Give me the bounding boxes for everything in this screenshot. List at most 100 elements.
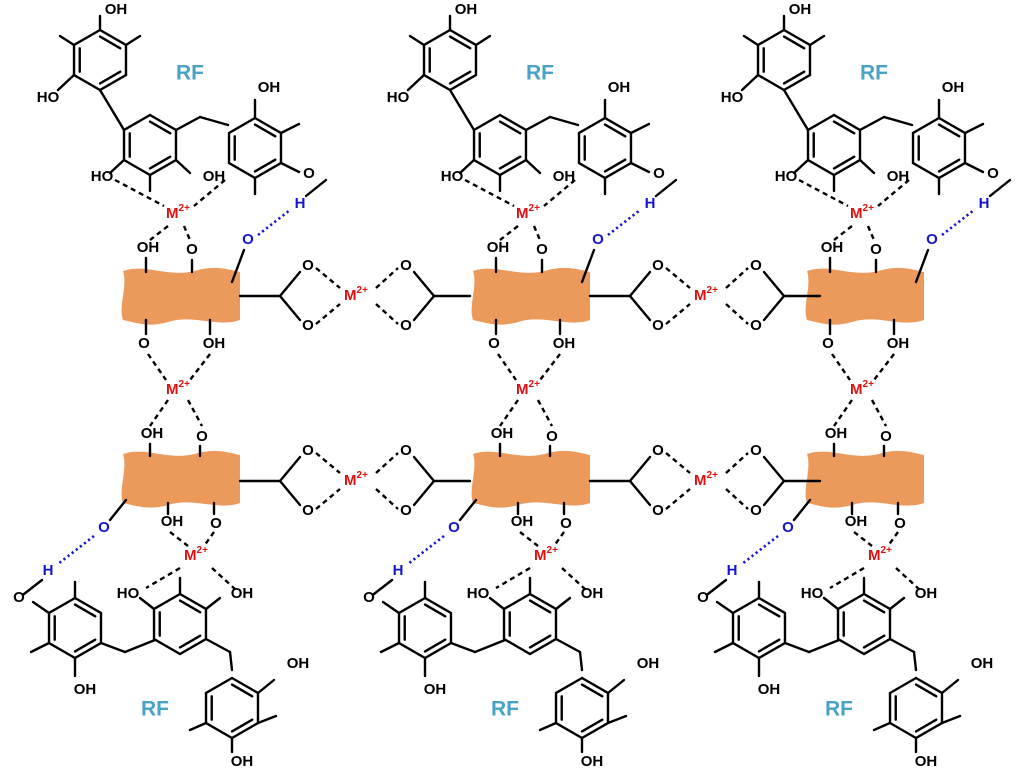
rf-bottom-3-me-a2 <box>872 721 892 732</box>
chain-segment-r1-2 <box>471 267 590 325</box>
bridge-r1-1-o4: O <box>400 317 412 334</box>
rf-bottom-2-oh-b1: HO <box>467 585 490 602</box>
rf-top-1-label: RF <box>176 62 204 85</box>
rf-bottom-2-ring-a-double-2 <box>580 683 604 698</box>
rf-top-3-o-c-bond <box>963 161 985 174</box>
rf-top-2-oh-left-bond <box>406 73 426 92</box>
rf-bottom-1-me-c2 <box>29 641 51 654</box>
bridge-r2-2-o2: O <box>652 502 664 519</box>
col-1-metal-bottom-charge: 2+ <box>197 545 209 556</box>
rf-bottom-1-o-c: O <box>13 589 25 606</box>
col-3-mb-d1 <box>853 531 873 547</box>
bridge-r1-1-d4 <box>375 303 399 325</box>
rf-bottom-3-ring-c <box>731 596 787 660</box>
rf-top-1-bridge-1b <box>116 118 126 132</box>
rf-bottom-1-oh-c: OH <box>74 681 97 698</box>
rf-top-3-me-1 <box>742 34 760 47</box>
col-3-mm-d2 <box>873 353 895 381</box>
rf-top-2-o-c: O <box>653 165 665 182</box>
bridge-r2-1-metal-charge: 2+ <box>357 470 369 481</box>
col-2-hb-top <box>607 208 641 237</box>
col-1-hb-bot <box>57 534 95 566</box>
rf-bottom-2-oh-a1-bond <box>606 678 626 695</box>
rf-bottom-1-oh-b2-bond <box>204 596 222 611</box>
rf-top-2-o-c-bond <box>629 161 651 174</box>
rf-top-3-ring-c-double-1 <box>937 158 961 173</box>
col-1-metal-bottom: M2+ <box>184 545 208 564</box>
col-1-oh-r2t1: OH <box>141 425 164 442</box>
col-2-o-hb-bot-bond <box>458 498 478 522</box>
rf-bottom-1-bridge-1b <box>123 638 157 654</box>
rf-bottom-1-ring-b <box>152 592 208 656</box>
rf-top-1-bridge-1 <box>98 88 120 122</box>
col-1-h-bot-bond <box>22 578 44 596</box>
col-3-mm-d1 <box>831 353 851 381</box>
col-1-mt-d3 <box>149 225 169 241</box>
bridge-r1-1-o3: O <box>400 257 412 274</box>
col-1-o-r2b2: O <box>210 515 222 532</box>
rf-bottom-2-oh-b1-bond <box>488 596 506 611</box>
bridge-r1-2-c1-up <box>628 270 652 298</box>
rf-bottom-2-me-c2 <box>379 641 401 654</box>
rf-top-2-oh-b2-bond <box>524 158 542 175</box>
rf-bottom-1-oh-b2: OH <box>231 585 254 602</box>
col-1-hb-top <box>257 208 291 237</box>
col-3-mt-d2 <box>877 179 910 207</box>
col-3-mt-d1 <box>798 178 849 208</box>
rf-top-1-oh-b2: OH <box>203 168 226 185</box>
col-3-mt-d4 <box>866 225 876 241</box>
chain-segment-r2-2 <box>471 450 590 508</box>
rf-bottom-3-ring-b-double-2 <box>862 599 886 614</box>
bridge-r1-1-c1-down <box>278 294 302 322</box>
rf-bottom-2-me-a2 <box>538 721 558 732</box>
rf-bottom-1-label: RF <box>141 698 169 721</box>
col-1-o-hb-bot-bond <box>108 498 128 522</box>
rf-bottom-3-ring-c-double-1 <box>757 638 781 653</box>
bridge-r1-2-metal-charge: 2+ <box>707 285 719 296</box>
rf-top-3-ring-c-double-2 <box>937 123 961 138</box>
rf-top-2-bridge-2 <box>524 115 552 132</box>
col-3-oh-r2t1: OH <box>825 425 848 442</box>
col-1-metal-mid: M2+ <box>166 379 190 398</box>
rf-bottom-2-ring-b-double-1 <box>528 634 552 649</box>
col-3-mt-d3 <box>833 225 853 241</box>
bridge-r1-2-d3 <box>725 267 749 289</box>
rf-top-3-ring-a-double-2 <box>782 35 806 50</box>
col-2-metal-mid: M2+ <box>516 379 540 398</box>
col-3-mm-d4 <box>870 399 888 427</box>
rf-top-2-me-c1 <box>629 122 651 135</box>
bridge-r1-1-metal: M2+ <box>344 285 368 304</box>
rf-bottom-1-me-a2 <box>188 721 208 732</box>
col-1-mt-d2 <box>193 179 226 207</box>
col-2-mb-d3 <box>495 566 531 590</box>
col-2-h-bot-bond <box>372 578 394 596</box>
rf-top-1-ring-a-double-1 <box>98 70 122 85</box>
col-3-o-r2b2: O <box>894 515 906 532</box>
rf-bottom-3-label: RF <box>825 698 853 721</box>
rf-bottom-3-bridge-1 <box>783 641 811 654</box>
bridge-r2-1-d2 <box>315 488 341 510</box>
rf-top-2-me-2 <box>474 34 492 47</box>
col-2-o-hb-top-bond <box>580 248 596 284</box>
rf-top-2-ring-a <box>422 28 478 92</box>
bridge-r1-1-o1: O <box>302 257 314 274</box>
rf-bottom-2-oh-c: OH <box>424 681 447 698</box>
rf-top-3-ring-b-double-1 <box>832 155 856 170</box>
rf-top-3-oh-b2-bond <box>858 158 876 175</box>
col-2-o-r1t2: O <box>536 241 548 258</box>
col-1-oh-r1t1: OH <box>137 239 160 256</box>
rf-top-3-ring-c <box>911 116 967 180</box>
col-1-metal-mid-charge: 2+ <box>179 379 191 390</box>
col-3-o-hb-top-bond <box>914 248 930 284</box>
col-3-o-r2t2: O <box>880 428 892 445</box>
col-2-oh-r1b2: OH <box>553 335 576 352</box>
rf-top-1-ring-b-double-1 <box>148 155 172 170</box>
rf-top-1-ring-c-double-2 <box>253 123 277 138</box>
rf-bottom-2-label: RF <box>491 698 519 721</box>
rf-top-2-ring-c <box>577 116 633 180</box>
rf-bottom-3-o-c: O <box>697 589 709 606</box>
rf-top-1-oh-top: OH <box>105 1 128 18</box>
bridge-r1-1-c2-up <box>412 270 436 298</box>
rf-top-3-bridge-2 <box>858 115 886 132</box>
rf-top-3-ring-a <box>756 28 812 92</box>
